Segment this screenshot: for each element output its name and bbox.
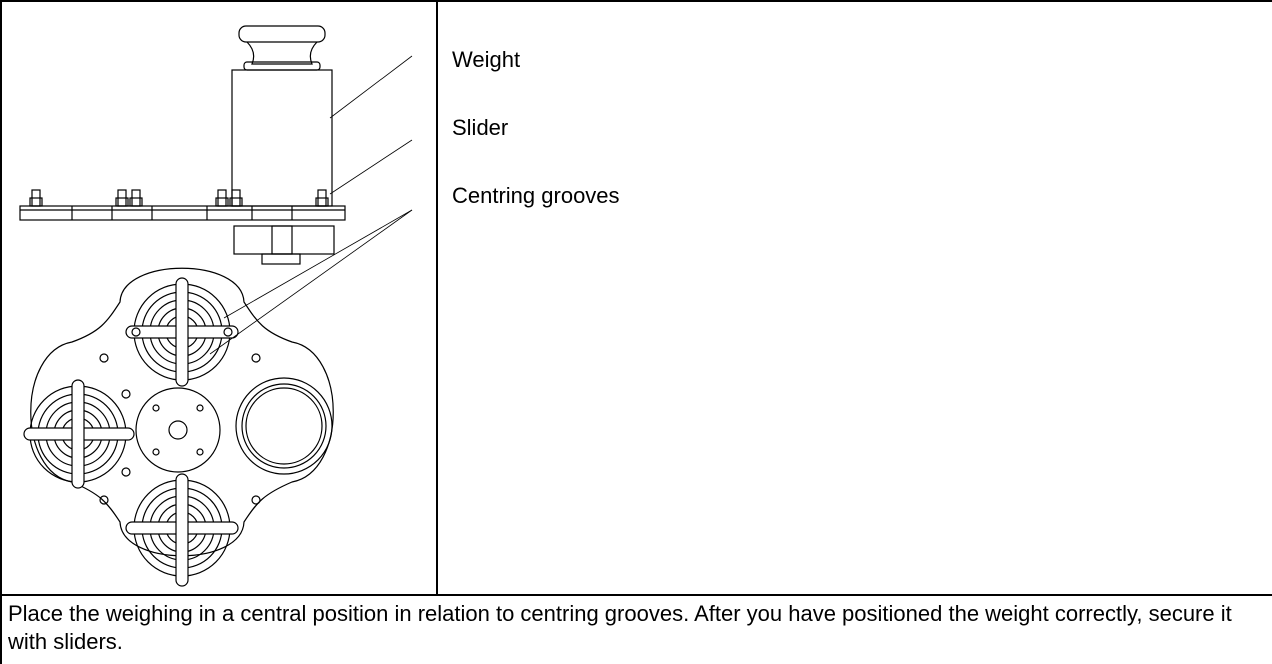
table-border-left xyxy=(0,0,2,664)
groove-leader-line-1 xyxy=(223,209,413,319)
weight-body xyxy=(231,69,333,207)
screw-holes xyxy=(99,327,261,505)
label-slider: Slider xyxy=(452,115,509,140)
base-plate-top xyxy=(30,267,334,557)
weight-stand-drawing xyxy=(19,25,413,587)
base-plate-side xyxy=(19,189,346,265)
column-divider xyxy=(436,0,438,596)
center-hub xyxy=(135,387,221,473)
row-divider xyxy=(0,594,1272,596)
centring-pad-top xyxy=(125,277,239,387)
weight-leader-line xyxy=(329,55,413,119)
label-weight: Weight xyxy=(452,47,521,72)
centring-pad-bottom xyxy=(125,473,239,587)
groove-leader-line-2 xyxy=(209,209,413,355)
table-border-top xyxy=(0,0,1272,2)
weight-top-view xyxy=(235,377,333,475)
centring-pad-left xyxy=(23,379,135,489)
slider-leader-line xyxy=(329,139,413,195)
label-centring-grooves: Centring grooves xyxy=(452,183,620,208)
weight-knob xyxy=(238,25,326,71)
instruction-caption: Place the weighing in a central position… xyxy=(8,601,1232,654)
